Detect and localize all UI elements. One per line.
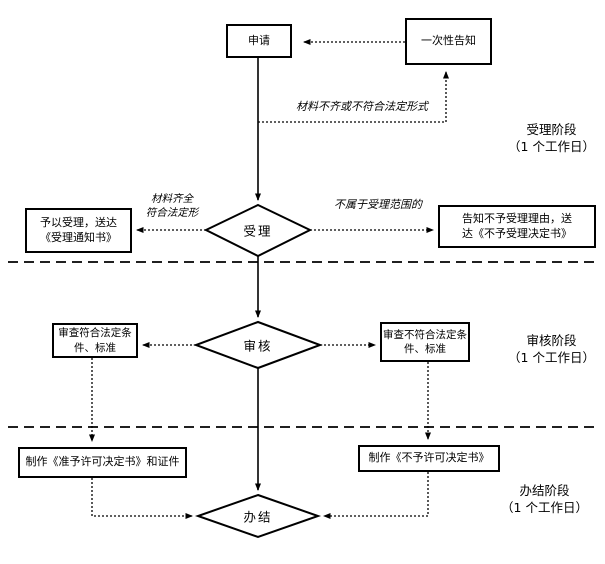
stage-accept-duration: （1 个工作日） bbox=[508, 139, 595, 154]
review-diamond-shape bbox=[193, 320, 323, 370]
make-denial-label: 制作《不予许可决定书》 bbox=[368, 451, 490, 465]
stage-label-complete: 办结阶段 （1 个工作日） bbox=[487, 482, 602, 516]
accept-diamond-label: 受理 bbox=[243, 223, 273, 239]
reject-notice-box: 告知不予受理理由，送 达《不予受理决定书》 bbox=[438, 205, 596, 248]
stage-label-review: 审核阶段 （1 个工作日） bbox=[494, 332, 605, 366]
review-pass-line1: 审查符合法定条 bbox=[58, 327, 132, 340]
edge-incomplete-to-notice bbox=[258, 71, 449, 123]
edge-note-complete: 材料齐全 符合法定形 bbox=[131, 193, 213, 220]
review-fail-line2: 件、标准 bbox=[404, 343, 446, 355]
review-fail-box: 审查不符合法定条 件、标准 bbox=[380, 322, 470, 362]
edge-note-out-of-scope: 不属于受理范围的 bbox=[334, 198, 422, 211]
make-permit-box: 制作《准予许可决定书》和证件 bbox=[18, 447, 187, 478]
stage-review-duration: （1 个工作日） bbox=[508, 350, 595, 365]
stage-review-name: 审核阶段 bbox=[526, 333, 577, 348]
edge-denial-to-complete bbox=[323, 472, 429, 519]
one-time-notice-label: 一次性告知 bbox=[421, 34, 476, 48]
stage-complete-name: 办结阶段 bbox=[519, 483, 570, 498]
review-pass-line2: 件、标准 bbox=[74, 341, 116, 354]
make-permit-label: 制作《准予许可决定书》和证件 bbox=[25, 455, 180, 469]
one-time-notice-box: 一次性告知 bbox=[405, 18, 492, 65]
accept-notice-line1: 予以受理，送达 bbox=[40, 215, 117, 229]
apply-label: 申请 bbox=[248, 33, 270, 47]
review-diamond-label: 审核 bbox=[243, 338, 273, 354]
accept-notice-box: 予以受理，送达 《受理通知书》 bbox=[25, 208, 132, 253]
complete-diamond-shape bbox=[194, 493, 322, 539]
make-denial-box: 制作《不予许可决定书》 bbox=[358, 445, 500, 472]
review-pass-box: 审查符合法定条 件、标准 bbox=[52, 323, 138, 358]
stage-complete-duration: （1 个工作日） bbox=[501, 500, 588, 515]
accept-diamond-shape bbox=[203, 203, 313, 258]
accept-notice-line2: 《受理通知书》 bbox=[40, 230, 117, 244]
complete-diamond-label: 办结 bbox=[243, 509, 273, 525]
reject-notice-line2: 达《不予受理决定书》 bbox=[462, 226, 572, 240]
edge-note-incomplete: 材料不齐或不符合法定形式 bbox=[296, 100, 428, 113]
stage-accept-name: 受理阶段 bbox=[526, 122, 577, 137]
edge-note-complete-line1: 材料齐全 bbox=[151, 193, 193, 205]
edge-note-complete-line2: 符合法定形 bbox=[145, 206, 199, 219]
stage-label-accept: 受理阶段 （1 个工作日） bbox=[494, 121, 605, 155]
apply-box: 申请 bbox=[226, 24, 292, 58]
review-fail-line1: 审查不符合法定条 bbox=[383, 328, 467, 341]
edge-permit-to-complete bbox=[91, 478, 193, 519]
reject-notice-line1: 告知不予受理理由，送 bbox=[462, 211, 572, 225]
